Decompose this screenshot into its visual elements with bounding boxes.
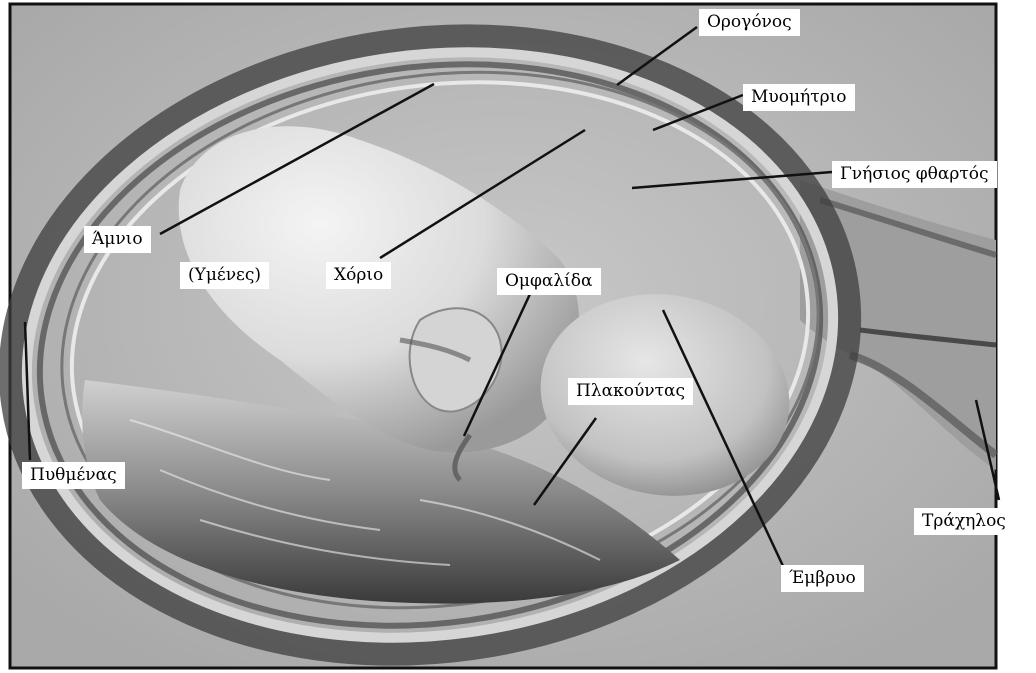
label-plakountas: Πλακούντας — [568, 378, 693, 405]
label-trachilos: Τράχηλος — [914, 508, 1014, 535]
label-chorio: Χόριο — [326, 262, 391, 289]
label-amnio: Άμνιο — [84, 226, 151, 253]
label-gnisios-fthartos: Γνήσιος φθαρτός — [832, 161, 997, 188]
label-emvryo: Έμβρυο — [781, 565, 864, 592]
label-omfalida: Ομφαλίδα — [497, 268, 601, 295]
label-pythmenas: Πυθμένας — [22, 462, 125, 489]
label-orogonos: Ορογόνος — [699, 9, 800, 36]
label-myometrio: Μυομήτριο — [743, 84, 855, 111]
label-ymenes: (Υμένες) — [180, 262, 269, 289]
